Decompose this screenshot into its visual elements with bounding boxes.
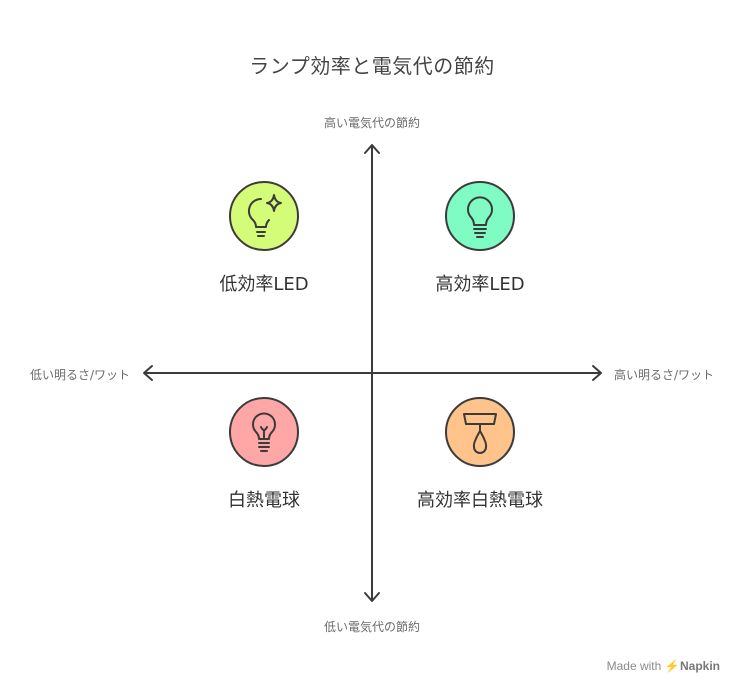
quadrant-label-top-left: 低効率LED [219, 274, 309, 295]
horizontal-axis-arrow-right [592, 365, 602, 381]
lamp-shade-icon [445, 397, 515, 467]
axis-label-left: 低い明るさ/ワット [30, 368, 131, 382]
quadrant-label-bottom-right: 高効率白熱電球 [417, 490, 543, 511]
made-with-text: Made with [606, 659, 662, 673]
quadrant-label-bottom-left: 白熱電球 [228, 490, 300, 511]
axis-label-top: 高い電気代の節約 [323, 116, 420, 130]
led-bulb-icon [445, 181, 515, 251]
footer-credit: Made with ⚡ Napkin [607, 659, 720, 673]
bulb-sparkle-icon [229, 181, 299, 251]
vertical-axis-arrow-down [364, 592, 380, 602]
quadrant-label-top-right: 高効率LED [435, 274, 525, 295]
axis-label-bottom: 低い電気代の節約 [323, 620, 420, 634]
vertical-axis-arrow-up [364, 144, 380, 154]
axis-label-right: 高い明るさ/ワット [613, 368, 714, 382]
incandescent-bulb-icon [229, 397, 299, 467]
diagram-title: ランプ効率と電気代の節約 [249, 54, 495, 78]
horizontal-axis-arrow-left [143, 365, 153, 381]
napkin-brand-text: Napkin [679, 659, 720, 673]
napkin-logo-icon: ⚡ [664, 659, 680, 673]
